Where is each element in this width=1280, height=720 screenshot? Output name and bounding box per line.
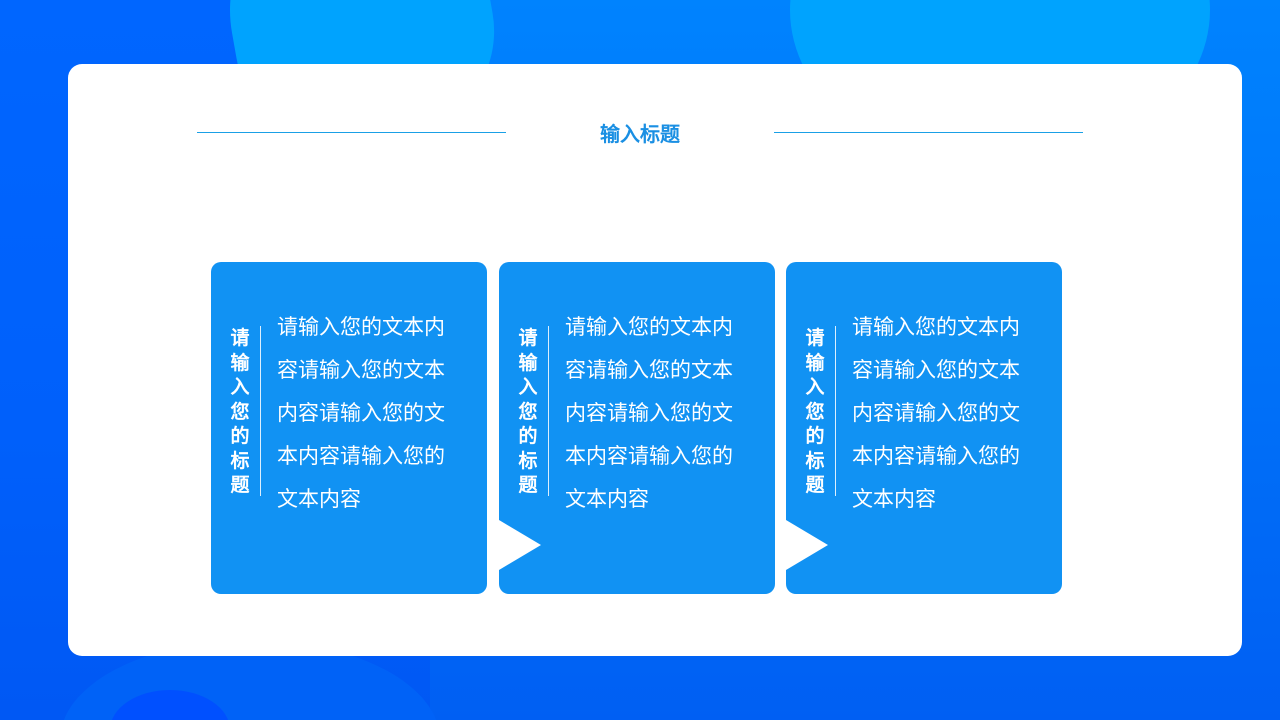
title-row: 输入标题	[197, 120, 1083, 150]
card-title[interactable]: 请输入您的标题	[518, 327, 538, 496]
slide-title[interactable]: 输入标题	[600, 122, 680, 146]
card-title[interactable]: 请输入您的标题	[805, 327, 825, 496]
card-body[interactable]: 请输入您的文本内容请输入您的文本内容请输入您的文本内容请输入您的文本内容	[852, 315, 1020, 511]
card-2: 请输入您的标题 请输入您的文本内容请输入您的文本内容请输入您的文本内容请输入您的…	[499, 262, 775, 594]
card-divider	[835, 326, 836, 496]
arrow-notch-icon	[786, 520, 828, 570]
card-body[interactable]: 请输入您的文本内容请输入您的文本内容请输入您的文本内容请输入您的文本内容	[565, 315, 733, 511]
card-divider	[548, 326, 549, 496]
content-panel: 输入标题 请输入您的标题 请输入您的文本内容请输入您的文本内容请输入您的文本内容…	[68, 64, 1242, 656]
arrow-notch-icon	[499, 520, 541, 570]
card-title[interactable]: 请输入您的标题	[230, 327, 250, 496]
card-body[interactable]: 请输入您的文本内容请输入您的文本内容请输入您的文本内容请输入您的文本内容	[277, 315, 445, 511]
title-divider-left	[197, 132, 506, 133]
background-blob	[110, 690, 230, 720]
title-divider-right	[774, 132, 1083, 133]
card-1: 请输入您的标题 请输入您的文本内容请输入您的文本内容请输入您的文本内容请输入您的…	[211, 262, 487, 594]
card-3: 请输入您的标题 请输入您的文本内容请输入您的文本内容请输入您的文本内容请输入您的…	[786, 262, 1062, 594]
card-divider	[260, 326, 261, 496]
